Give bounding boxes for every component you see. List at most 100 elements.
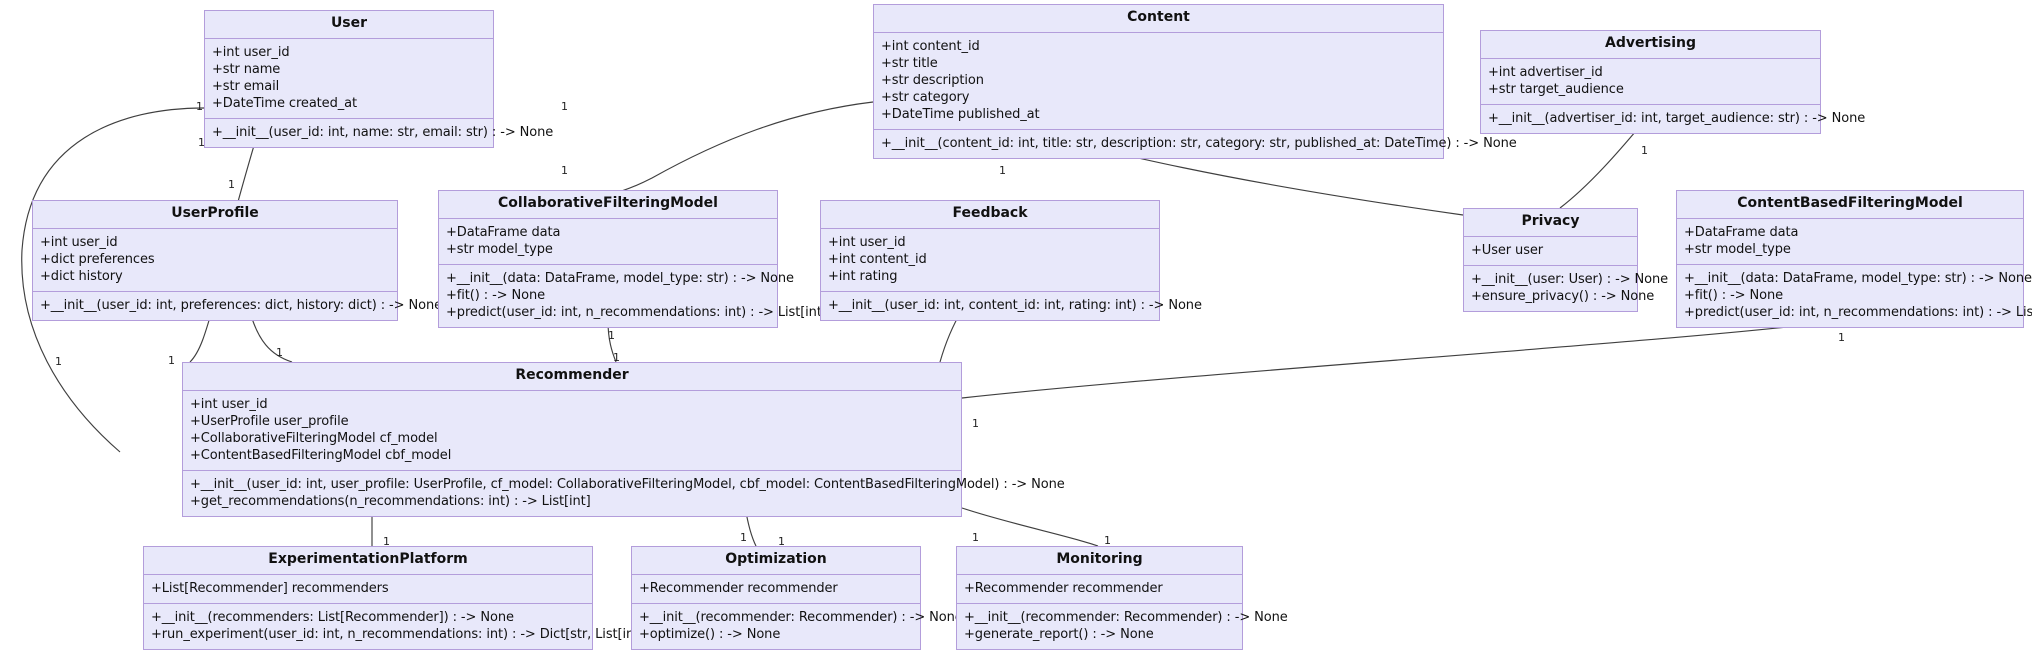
uml-attribute: +str target_audience [1488,81,1624,97]
uml-class-optimization[interactable]: Optimization+Recommender recommender+__i… [631,546,963,650]
uml-methods-section: +__init__(user_id: int, user_profile: Us… [183,471,1065,516]
uml-attributes-section: +int content_id+str title+str descriptio… [874,33,1443,131]
association-edge-recommender-monitoring [961,507,1099,547]
multiplicity-label: 1 [778,535,785,548]
uml-methods-section: +__init__(recommender: Recommender) : ->… [957,604,1288,649]
uml-attribute: +int user_id [40,234,118,250]
uml-attribute: +List[Recommender] recommenders [151,580,389,596]
multiplicity-label: 1 [740,531,747,544]
uml-attribute: +DateTime created_at [212,95,357,111]
uml-attribute: +int user_id [828,234,906,250]
multiplicity-label: 1 [613,351,620,364]
uml-attribute: +int advertiser_id [1488,64,1603,80]
uml-method: +__init__(user_id: int, content_id: int,… [828,297,1202,313]
uml-method: +__init__(advertiser_id: int, target_aud… [1488,110,1866,126]
uml-class-title: Recommender [183,363,961,391]
uml-attribute: +DataFrame data [446,224,561,240]
uml-method: +__init__(user_id: int, user_profile: Us… [190,477,1065,493]
uml-class-expplatform[interactable]: ExperimentationPlatform+List[Recommender… [143,546,650,650]
uml-attributes-section: +User user [1464,237,1637,266]
uml-class-user[interactable]: User+int user_id+str name+str email+Date… [204,10,554,149]
uml-method: +__init__(recommenders: List[Recommender… [151,609,514,625]
uml-attributes-section: +List[Recommender] recommenders [144,575,592,604]
uml-class-recommender[interactable]: Recommender+int user_id+UserProfile user… [182,362,1065,518]
multiplicity-label: 1 [608,329,615,342]
uml-class-userprofile[interactable]: UserProfile+int user_id+dict preferences… [32,200,442,322]
multiplicity-label: 1 [999,164,1006,177]
uml-attributes-section: +Recommender recommender [632,575,920,604]
uml-method: +__init__(user_id: int, name: str, email… [212,125,554,141]
uml-class-title: Content [874,5,1443,33]
uml-method: +__init__(data: DataFrame, model_type: s… [446,270,794,286]
multiplicity-label: 1 [168,354,175,367]
uml-method: +fit() : -> None [446,287,545,303]
uml-class-feedback[interactable]: Feedback+int user_id+int content_id+int … [820,200,1202,322]
uml-attribute: +UserProfile user_profile [190,413,349,429]
uml-class-monitoring[interactable]: Monitoring+Recommender recommender+__ini… [956,546,1288,650]
uml-methods-section: +__init__(recommender: Recommender) : ->… [632,604,963,649]
uml-method: +ensure_privacy() : -> None [1471,288,1655,304]
uml-class-cbfmodel[interactable]: ContentBasedFilteringModel+DataFrame dat… [1676,190,2032,329]
uml-class-title: UserProfile [33,201,397,229]
uml-class-advertising[interactable]: Advertising+int advertiser_id+str target… [1480,30,1866,134]
uml-methods-section: +__init__(advertiser_id: int, target_aud… [1481,105,1866,133]
uml-attributes-section: +int user_id+str name+str email+DateTime… [205,39,493,120]
uml-methods-section: +__init__(user_id: int, content_id: int,… [821,292,1202,320]
uml-attributes-section: +int advertiser_id+str target_audience [1481,59,1820,105]
multiplicity-label: 1 [972,531,979,544]
multiplicity-label: 1 [972,417,979,430]
uml-method: +__init__(recommender: Recommender) : ->… [964,609,1288,625]
uml-class-content[interactable]: Content+int content_id+str title+str des… [873,4,1517,160]
uml-attribute: +str category [881,89,970,105]
uml-attribute: +int user_id [190,396,268,412]
uml-attribute: +DataFrame data [1684,224,1799,240]
multiplicity-label: 1 [1104,534,1111,547]
uml-attribute: +str title [881,55,938,71]
uml-attribute: +str email [212,78,280,94]
uml-attribute: +int rating [828,268,898,284]
uml-attribute: +int content_id [828,251,927,267]
uml-attribute: +str description [881,72,984,88]
uml-method: +predict(user_id: int, n_recommendations… [446,305,827,321]
uml-class-title: CollaborativeFilteringModel [439,191,777,219]
uml-method: +__init__(user_id: int, preferences: dic… [40,297,442,313]
multiplicity-label: 1 [1641,144,1648,157]
uml-attributes-section: +DataFrame data+str model_type [1677,219,2023,265]
uml-attribute: +CollaborativeFilteringModel cf_model [190,430,438,446]
multiplicity-label: 1 [561,100,568,113]
multiplicity-label: 1 [276,346,283,359]
multiplicity-label: 1 [561,164,568,177]
uml-class-cfmodel[interactable]: CollaborativeFilteringModel +DataFrame da… [438,190,827,329]
uml-class-title: ContentBasedFilteringModel [1677,191,2023,219]
multiplicity-label: 1 [383,535,390,548]
uml-method: +run_experiment(user_id: int, n_recommen… [151,626,650,642]
uml-methods-section: +__init__(recommenders: List[Recommender… [144,604,650,649]
uml-method: +__init__(data: DataFrame, model_type: s… [1684,270,2032,286]
uml-attributes-section: +int user_id+UserProfile user_profile+Co… [183,391,961,472]
uml-methods-section: +__init__(data: DataFrame, model_type: s… [439,265,827,327]
uml-attribute: +dict history [40,268,123,284]
multiplicity-label: 1 [228,178,235,191]
uml-methods-section: +__init__(data: DataFrame, model_type: s… [1677,265,2032,327]
uml-methods-section: +__init__(content_id: int, title: str, d… [874,130,1517,158]
uml-attribute: +str model_type [446,241,553,257]
uml-attribute: +DateTime published_at [881,107,1040,123]
association-edge-content-feedback [581,101,874,201]
uml-attributes-section: +int user_id+int content_id+int rating [821,229,1159,292]
uml-method: +predict(user_id: int, n_recommendations… [1684,305,2032,321]
uml-class-title: User [205,11,493,39]
uml-class-title: Advertising [1481,31,1820,59]
uml-methods-section: +__init__(user_id: int, name: str, email… [205,119,554,147]
uml-attribute: +str name [212,61,281,77]
uml-attribute: +Recommender recommender [964,580,1163,596]
uml-class-privacy[interactable]: Privacy+User user+__init__(user: User) :… [1463,208,1668,312]
uml-class-title: Feedback [821,201,1159,229]
uml-attributes-section: +int user_id+dict preferences+dict histo… [33,229,397,292]
multiplicity-label: 1 [196,100,203,113]
uml-method: +fit() : -> None [1684,287,1783,303]
uml-methods-section: +__init__(user_id: int, preferences: dic… [33,292,442,320]
association-edge-advertising-privacy [1559,124,1642,209]
uml-attribute: +User user [1471,242,1544,258]
uml-method: +__init__(recommender: Recommender) : ->… [639,609,963,625]
